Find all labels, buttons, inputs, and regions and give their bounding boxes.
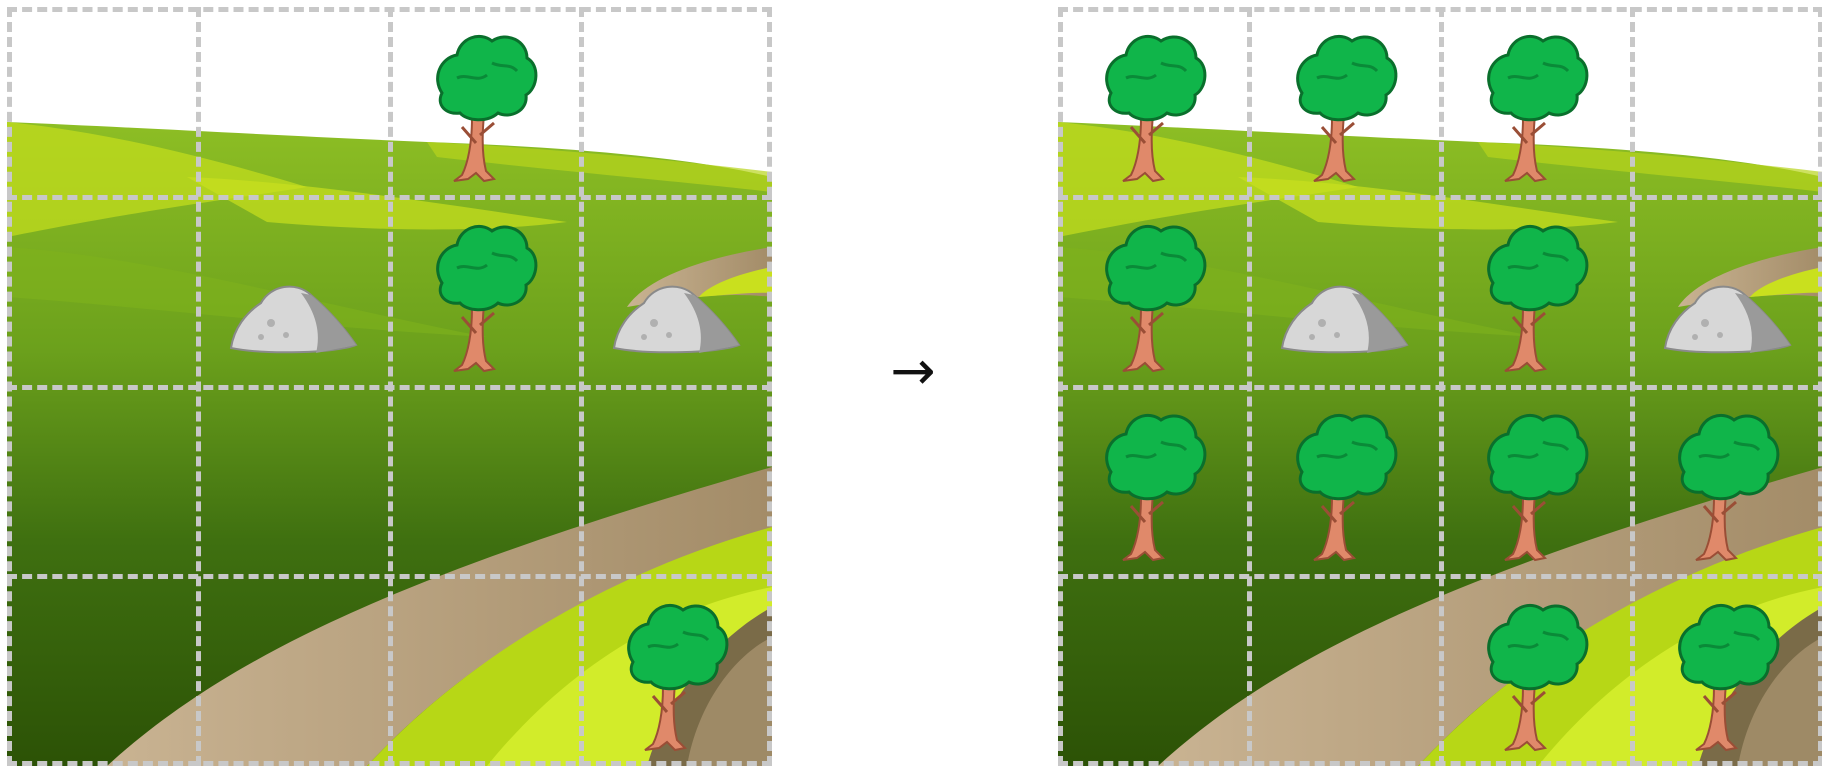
tree-icon — [1105, 34, 1207, 183]
tree-icon — [1678, 413, 1780, 562]
tree-icon — [436, 34, 538, 183]
rock-icon — [1664, 285, 1791, 354]
tree-icon — [1296, 34, 1398, 183]
grid-panel-before — [7, 7, 772, 766]
tree-icon — [1296, 413, 1398, 562]
rock-icon — [230, 285, 357, 354]
tree-icon — [1678, 603, 1780, 752]
rock-icon — [1281, 285, 1408, 354]
tree-icon — [1487, 603, 1589, 752]
tree-icon — [1487, 413, 1589, 562]
tree-icon — [436, 224, 538, 373]
tree-icon — [1105, 224, 1207, 373]
grid-panel-after — [1058, 7, 1822, 766]
rock-icon — [613, 285, 740, 354]
tree-icon — [1487, 34, 1589, 183]
tree-icon — [1105, 413, 1207, 562]
transform-arrow: → — [890, 339, 936, 402]
tree-icon — [627, 603, 729, 752]
tree-icon — [1487, 224, 1589, 373]
